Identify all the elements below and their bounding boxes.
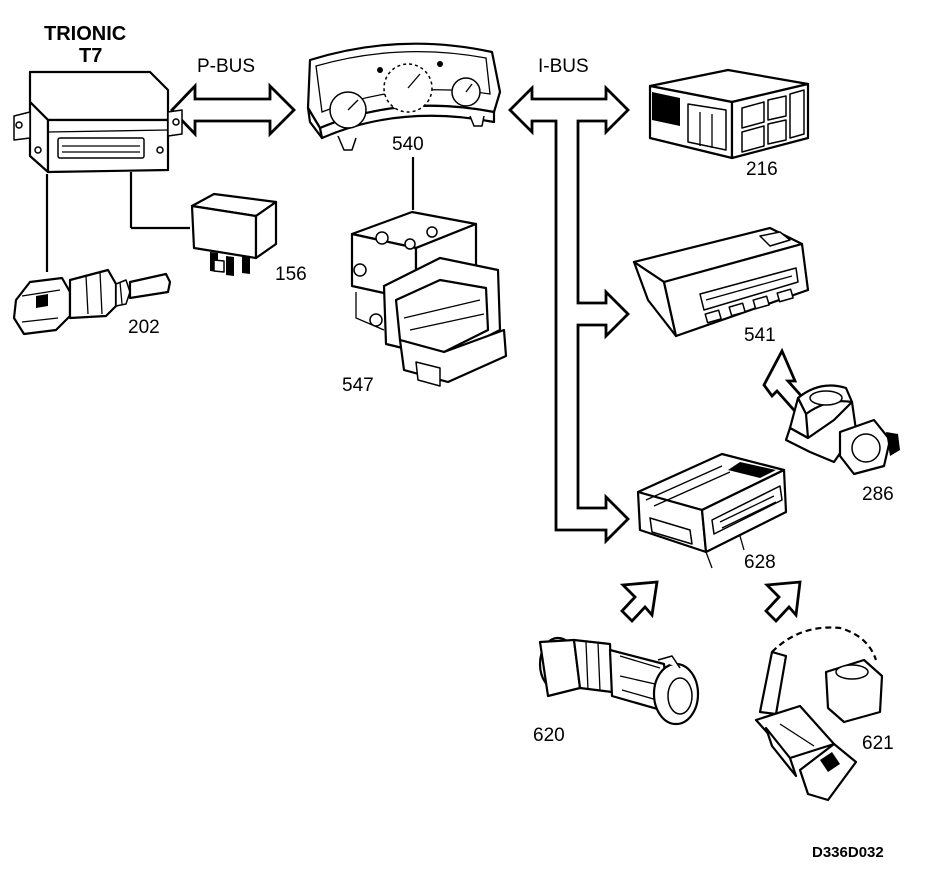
label-286: 286 <box>862 484 894 505</box>
instrument-cluster-540 <box>306 42 502 151</box>
relay-156 <box>190 192 278 276</box>
i-bus-label: I-BUS <box>538 56 589 77</box>
abs-unit-547 <box>350 210 508 387</box>
module-541 <box>632 226 810 338</box>
label-156: 156 <box>275 264 307 285</box>
i-bus-arrow <box>508 84 630 545</box>
arrow-620-to-628 <box>619 580 659 624</box>
module-216 <box>648 68 810 160</box>
label-547: 547 <box>342 375 374 396</box>
p-bus-arrow <box>170 82 296 138</box>
trionic-t7-ecu <box>13 70 183 174</box>
label-628: 628 <box>744 552 776 573</box>
ecu-title-line1: TRIONIC <box>44 23 126 45</box>
sensor-202 <box>12 268 172 336</box>
label-621: 621 <box>862 733 894 754</box>
module-628 <box>636 452 788 569</box>
arrow-621-to-628 <box>763 580 802 624</box>
label-202: 202 <box>128 317 160 338</box>
sensor-620 <box>538 636 700 726</box>
label-620: 620 <box>533 725 565 746</box>
label-540: 540 <box>392 134 424 155</box>
sensor-621 <box>754 626 884 802</box>
p-bus-label: P-BUS <box>197 56 255 77</box>
sensor-286 <box>784 384 900 476</box>
label-216: 216 <box>746 159 778 180</box>
ecu-title-line2: T7 <box>79 45 102 67</box>
label-541: 541 <box>744 325 776 346</box>
drawing-code: D336D032 <box>812 844 884 861</box>
